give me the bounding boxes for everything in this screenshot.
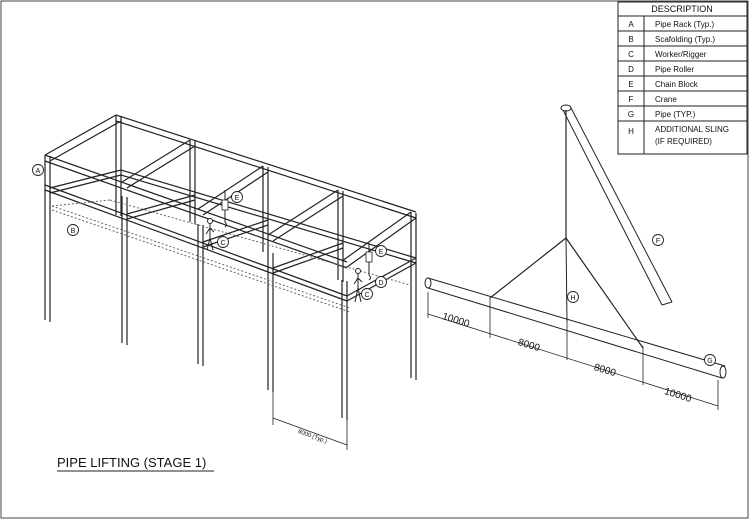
legend-key-a: A [628, 20, 634, 29]
dim-seg-4: 10000 [663, 386, 693, 405]
svg-text:D: D [378, 280, 383, 287]
callout-f: F [652, 234, 664, 246]
callout-h: H [567, 291, 579, 303]
legend-key-b: B [628, 35, 633, 44]
svg-text:G: G [707, 358, 712, 365]
callout-e1: E [231, 191, 243, 203]
chain-block-2 [365, 243, 373, 281]
legend-key-c: C [628, 50, 634, 59]
legend-key-h: H [628, 127, 634, 136]
svg-text:B: B [71, 228, 76, 235]
legend-key-e: E [628, 80, 633, 89]
chain-block-1 [221, 190, 229, 228]
svg-text:E: E [379, 249, 384, 256]
dim-seg-2: 8000 [516, 337, 541, 354]
legend-text-h-line2: (IF REQUIRED) [655, 137, 712, 146]
callout-d: D [375, 276, 387, 288]
legend-text-h: ADDITIONAL SLING [655, 125, 729, 134]
bay-dimension: 8000 (Typ.) [272, 392, 348, 450]
legend-text-g: Pipe (TYP.) [655, 110, 696, 119]
svg-text:C: C [364, 292, 369, 299]
legend-text-b: Scafolding (Typ.) [655, 35, 715, 44]
svg-text:F: F [656, 238, 660, 245]
worker-1-icon [205, 218, 215, 251]
callout-c2: C [361, 288, 373, 300]
pipe-rack [44, 114, 417, 420]
legend-text-c: Worker/Rigger [655, 50, 707, 59]
pipe [424, 277, 727, 379]
legend-text-d: Pipe Roller [655, 65, 694, 74]
diagram-caption: PIPE LIFTING (STAGE 1) [57, 455, 206, 470]
slings [489, 110, 644, 349]
legend-key-d: D [628, 65, 634, 74]
dim-seg-1: 10000 [441, 311, 471, 330]
legend-text-f: Crane [655, 95, 677, 104]
callout-g: G [704, 354, 716, 366]
callout-c1: C [217, 236, 229, 248]
crane [560, 104, 673, 306]
legend-title: DESCRIPTION [651, 4, 713, 14]
svg-text:C: C [220, 240, 225, 247]
callout-e2: E [375, 245, 387, 257]
dim-seg-3: 8000 [592, 362, 617, 379]
worker-2-icon [353, 268, 363, 303]
legend-key-g: G [628, 110, 634, 119]
legend-table: DESCRIPTION A Pipe Rack (Typ.) B Scafold… [617, 1, 748, 155]
legend-text-e: Chain Block [655, 80, 699, 89]
callout-a: A [32, 164, 44, 176]
legend-text-a: Pipe Rack (Typ.) [655, 20, 714, 29]
svg-text:E: E [235, 195, 240, 202]
callout-b: B [67, 224, 79, 236]
svg-text:H: H [570, 295, 575, 302]
bay-dimension-label: 8000 (Typ.) [297, 429, 328, 445]
svg-text:A: A [36, 168, 41, 175]
scaffolding [51, 199, 411, 313]
legend-key-f: F [629, 95, 634, 104]
